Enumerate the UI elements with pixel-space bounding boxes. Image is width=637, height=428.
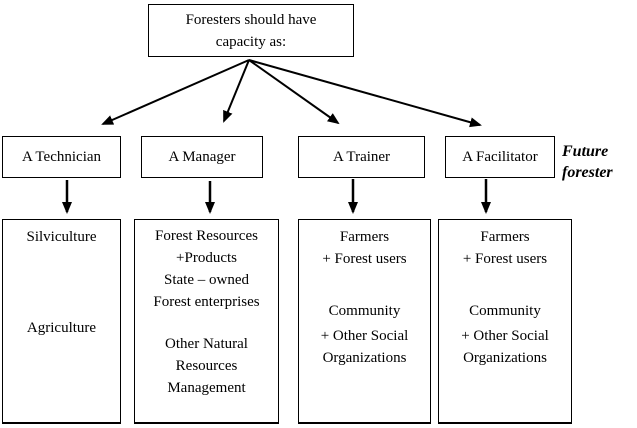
arrow-root-to-technician	[101, 59, 250, 125]
technician-detail-group-2: Agriculture	[3, 317, 120, 339]
root-box-line-1: Foresters should have	[185, 12, 317, 28]
manager-detail-group-1: Forest Resources +Products State – owned…	[135, 225, 278, 313]
role-box-manager: A Manager	[141, 136, 263, 178]
facilitator-detail-group-1: Farmers + Forest users	[439, 226, 571, 270]
role-box-technician: A Technician	[2, 136, 121, 178]
arrow-root-to-manager	[223, 59, 250, 123]
future-forester-note: Future forester	[562, 141, 636, 183]
trainer-detail-group-3: + Other Social Organizations	[299, 325, 430, 369]
detail-line: Forest Resources	[155, 228, 258, 244]
detail-box-facilitator: Farmers + Forest users Community + Other…	[438, 219, 572, 424]
role-label-trainer: A Trainer	[332, 148, 391, 165]
manager-detail-group-2: Other Natural Resources Management	[135, 333, 278, 399]
detail-line: + Forest users	[322, 251, 407, 267]
role-label-technician: A Technician	[21, 148, 102, 165]
detail-line: Agriculture	[26, 320, 97, 336]
role-box-facilitator: A Facilitator	[445, 136, 555, 178]
detail-box-technician: Silviculture Agriculture	[2, 219, 121, 424]
detail-line: Silviculture	[26, 229, 97, 245]
technician-detail-group-1: Silviculture	[3, 226, 120, 248]
detail-line: Management	[167, 380, 246, 396]
detail-box-manager: Forest Resources +Products State – owned…	[134, 219, 279, 424]
facilitator-detail-group-3: + Other Social Organizations	[439, 325, 571, 369]
role-label-manager: A Manager	[168, 148, 236, 165]
role-box-trainer: A Trainer	[298, 136, 425, 178]
detail-line: State – owned	[164, 272, 249, 288]
detail-line: + Other Social	[461, 328, 549, 344]
detail-line: Community	[328, 303, 401, 319]
detail-box-trainer: Farmers + Forest users Community + Other…	[298, 219, 431, 424]
detail-line: Organizations	[322, 350, 407, 366]
detail-line: + Forest users	[462, 251, 548, 267]
detail-line: Farmers	[480, 229, 530, 245]
detail-line: + Other Social	[320, 328, 409, 344]
root-box-line-2: capacity as:	[215, 34, 287, 50]
root-box: Foresters should have capacity as:	[148, 4, 354, 57]
detail-line: Community	[469, 303, 541, 319]
detail-line: Organizations	[463, 350, 547, 366]
facilitator-detail-group-2: Community	[439, 300, 571, 322]
trainer-detail-group-2: Community	[299, 300, 430, 322]
future-forester-line-1: Future	[562, 143, 609, 160]
detail-line: +Products	[176, 250, 237, 266]
future-forester-line-2: forester	[562, 164, 613, 181]
detail-line: Other Natural	[165, 336, 248, 352]
trainer-detail-group-1: Farmers + Forest users	[299, 226, 430, 270]
arrow-root-to-trainer	[248, 59, 340, 125]
detail-line: Farmers	[339, 229, 390, 245]
detail-line: Resources	[175, 358, 238, 374]
role-label-facilitator: A Facilitator	[462, 148, 538, 165]
detail-line: Forest enterprises	[153, 294, 260, 310]
arrow-root-to-facilitator	[248, 59, 482, 128]
